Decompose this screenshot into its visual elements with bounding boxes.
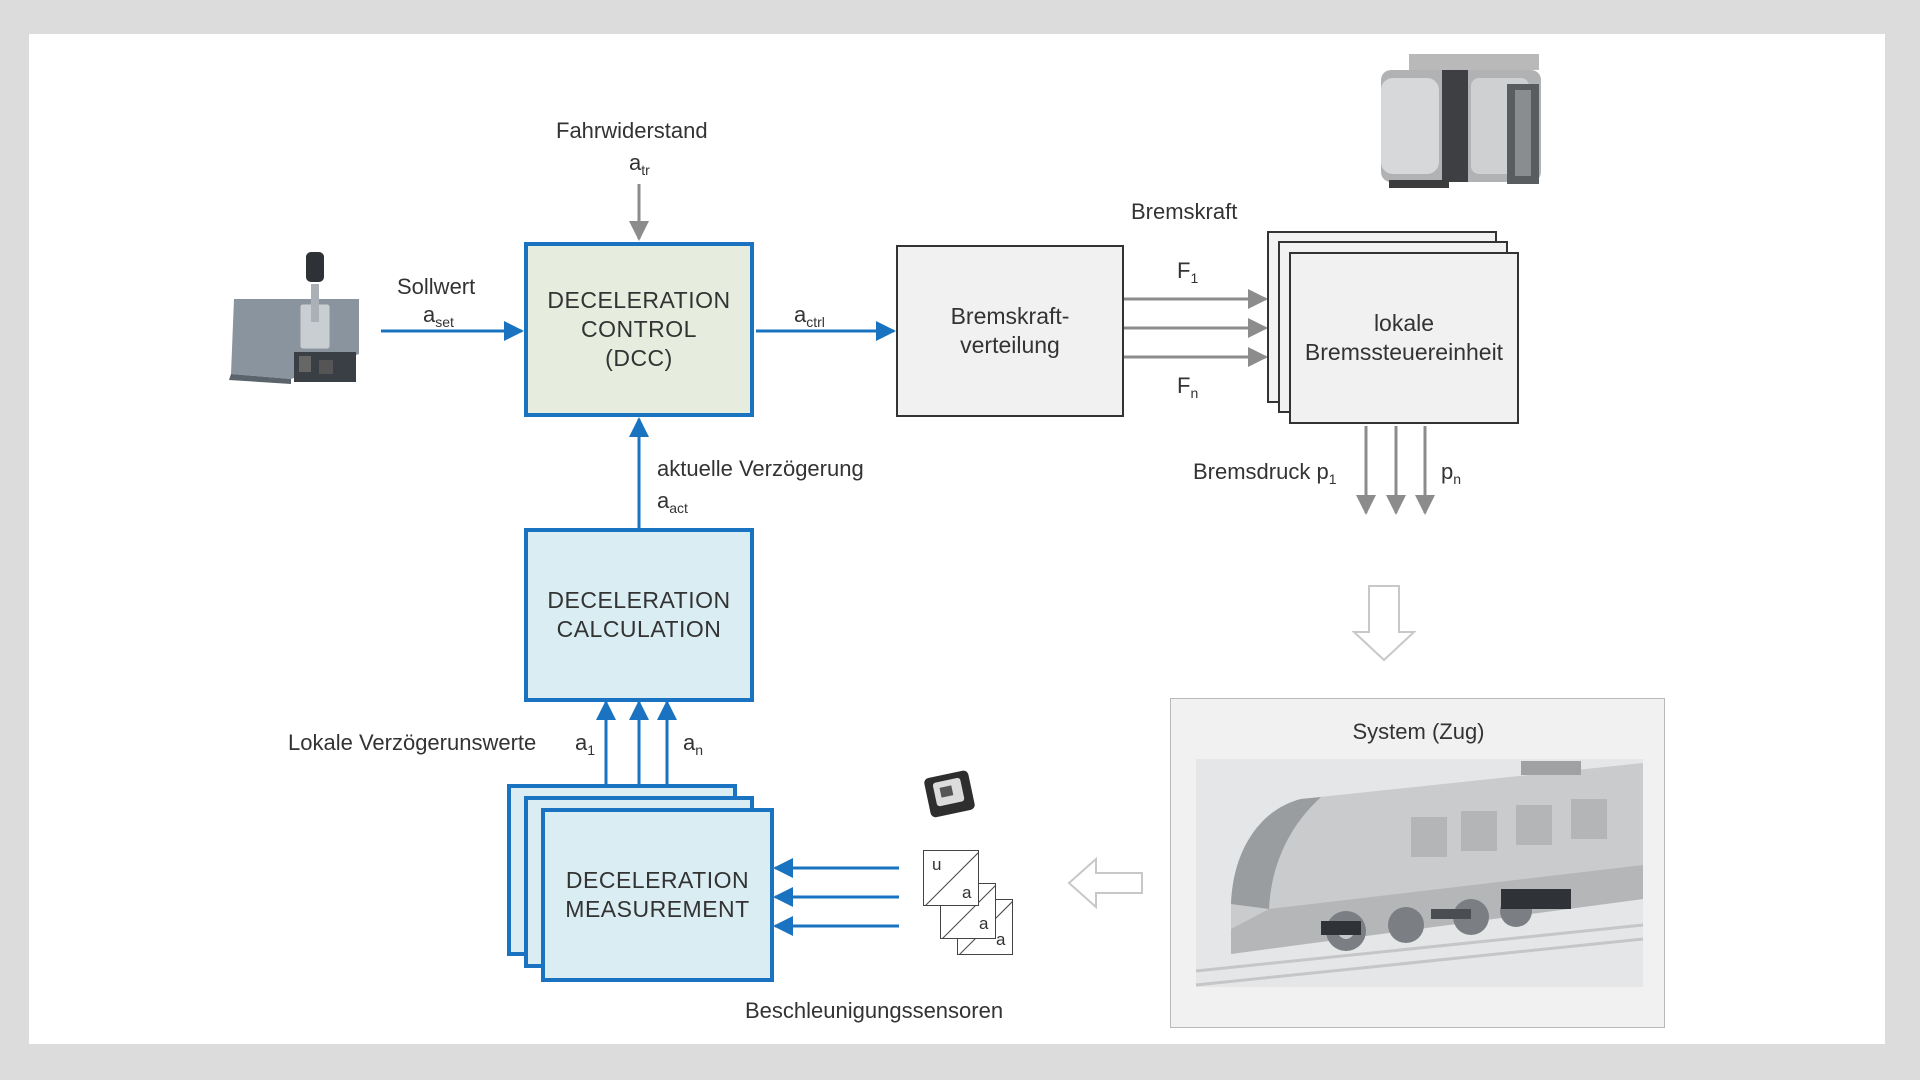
sensor-card-1: u a (923, 850, 979, 906)
label-a1: a1 (575, 730, 596, 758)
label-fn: Fn (1177, 373, 1199, 401)
brake-unit-image (1381, 54, 1541, 188)
label-an: an (683, 730, 704, 758)
label-lokale-werte: Lokale Verzögerunswerte (288, 730, 537, 755)
dcc-line-3: (DCC) (605, 345, 673, 371)
bkv-line-2: verteilung (960, 332, 1060, 358)
lokale-line-1: lokale (1373, 310, 1435, 336)
connector-layer (229, 54, 1541, 936)
label-bremsdruck: Bremsdruck p1 (1193, 459, 1337, 487)
box-deceleration-control: DECELERATION CONTROL (DCC) (524, 242, 754, 417)
sensor-chip-image (924, 770, 975, 818)
hollow-arrow-left (1067, 856, 1143, 910)
label-aktuelle-verzoegerung: aktuelle Verzögerung (657, 456, 864, 481)
label-f1: F1 (1177, 258, 1199, 286)
dcc-line-1: DECELERATION (547, 287, 731, 313)
dcc-line-2: CONTROL (581, 316, 697, 342)
meas-line-1: DECELERATION (565, 867, 750, 893)
label-a-set: aset (423, 302, 454, 330)
calc-line-2: CALCULATION (556, 616, 722, 642)
label-fahrwiderstand: Fahrwiderstand (556, 118, 708, 143)
label-bremskraft: Bremskraft (1131, 199, 1238, 224)
label-pn: pn (1441, 459, 1462, 487)
bkv-line-1: Bremskraft- (950, 303, 1070, 329)
master-controller-image (229, 252, 359, 384)
label-a-ctrl: actrl (794, 302, 825, 330)
label-a-act: aact (657, 488, 688, 516)
meas-line-2: MEASUREMENT (565, 896, 750, 922)
box-deceleration-measurement: DECELERATION MEASUREMENT (541, 808, 774, 982)
system-zug-panel: System (Zug) (1170, 698, 1665, 1028)
box-lokale-bremssteuereinheit: lokale Bremssteuereinheit (1289, 252, 1519, 424)
hollow-arrow-down (1351, 585, 1417, 662)
diagram-canvas: Fahrwiderstand atr Sollwert aset actrl B… (29, 34, 1885, 1044)
box-deceleration-calculation: DECELERATION CALCULATION (524, 528, 754, 702)
label-sollwert: Sollwert (397, 274, 476, 299)
train-image (1195, 759, 1644, 987)
lokale-line-2: Bremssteuereinheit (1304, 339, 1504, 365)
system-zug-title: System (Zug) (1352, 719, 1485, 744)
label-a-tr: atr (629, 150, 650, 178)
label-sensoren: Beschleunigungssensoren (745, 998, 1004, 1023)
calc-line-1: DECELERATION (547, 587, 731, 613)
box-bremskraftverteilung: Bremskraft- verteilung (896, 245, 1124, 417)
